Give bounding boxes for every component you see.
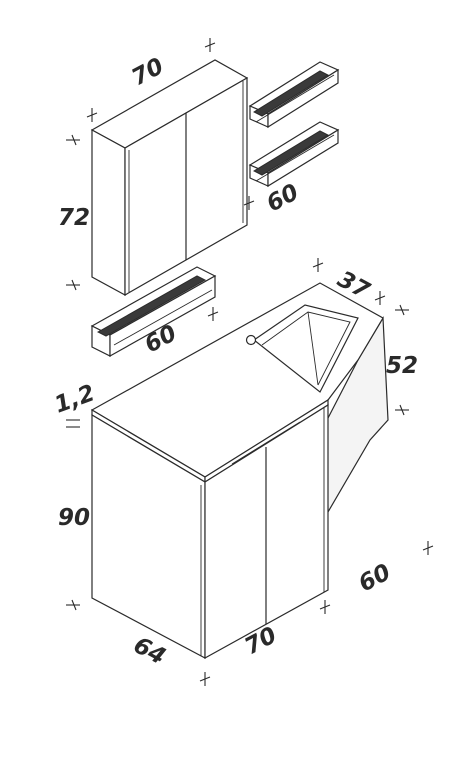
basin [245,304,359,393]
dim-base-height: 90 [58,505,90,531]
dim-basin-height: 52 [386,353,418,379]
dim-wall-cabinet-height: 72 [58,205,90,231]
dim-extension-depth: 60 [355,559,395,597]
dim-top-thickness: 1,2 [51,380,98,418]
vanity-base [90,282,389,660]
wall-cabinet [90,59,249,297]
lower-shelf [90,266,217,358]
drain-icon [245,334,257,346]
dim-wall-cabinet-width: 70 [128,53,168,91]
upper-shelf [248,61,340,129]
dim-base-depth: 64 [129,632,169,670]
dimension-ticks [66,38,434,686]
middle-shelf [248,121,340,188]
